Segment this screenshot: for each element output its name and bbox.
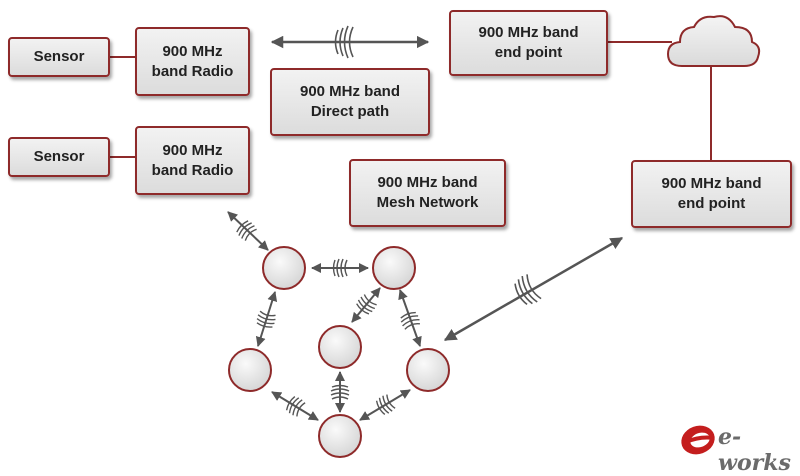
sensor-box-1: Sensor	[8, 37, 110, 77]
wave-icon	[285, 396, 306, 417]
mesh-link	[227, 211, 269, 251]
mesh-wave-icons	[236, 220, 420, 417]
wave-icon	[375, 394, 396, 415]
mesh-link	[359, 389, 411, 421]
wave-icon	[514, 274, 542, 306]
endpoint-box-top: 900 MHz band end point	[449, 10, 608, 76]
mesh-nodes	[228, 246, 450, 458]
endpoint-box-right: 900 MHz band end point	[631, 160, 792, 228]
mesh-node	[228, 348, 272, 392]
eworks-logo-text: e-works	[718, 424, 791, 476]
wave-icon	[330, 384, 350, 400]
mesh-link	[398, 289, 422, 347]
mesh-link	[351, 287, 381, 323]
mesh-links	[227, 211, 422, 421]
sensor-box-2: Sensor	[8, 137, 110, 177]
wave-icon	[236, 220, 257, 241]
mesh-node	[318, 325, 362, 369]
wave-icon	[334, 25, 354, 59]
radio-box-1: 900 MHz band Radio	[135, 27, 250, 96]
wave-icon	[400, 311, 420, 330]
radio-box-2: 900 MHz band Radio	[135, 126, 250, 195]
mesh-node	[262, 246, 306, 290]
mesh-to-endpoint-arrow	[443, 236, 624, 342]
mesh-node	[406, 348, 450, 392]
mesh-node	[372, 246, 416, 290]
mesh-link	[271, 391, 319, 421]
mesh-network-box: 900 MHz band Mesh Network	[349, 159, 506, 227]
cloud-icon	[666, 15, 761, 67]
eworks-logo	[681, 425, 715, 455]
direct-path-box: 900 MHz band Direct path	[270, 68, 430, 136]
wave-icon	[356, 294, 377, 315]
diagram-canvas	[110, 15, 761, 458]
mesh-node	[318, 414, 362, 458]
wave-icon	[256, 310, 276, 328]
wave-icon	[332, 258, 348, 278]
